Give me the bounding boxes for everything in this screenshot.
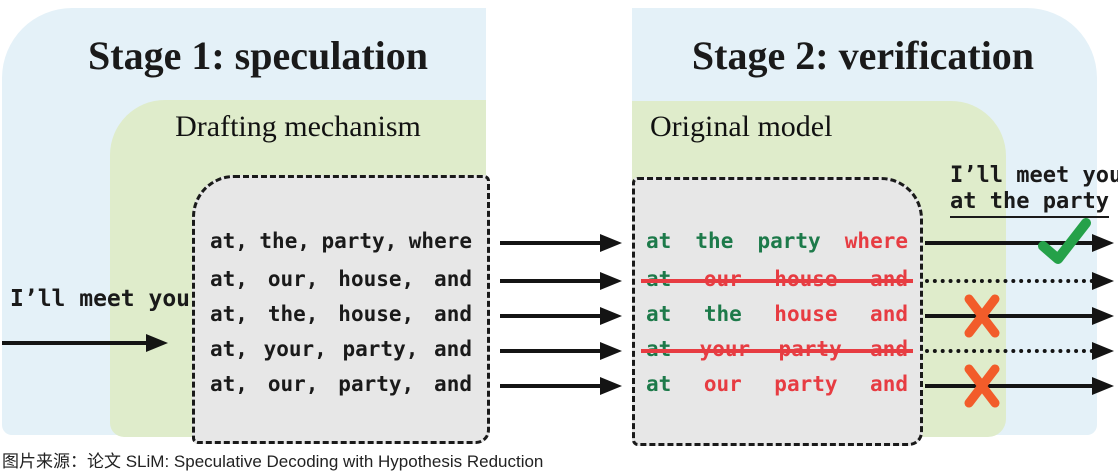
draft-to-verify-arrow-head	[600, 342, 622, 360]
draft-sequence: at, your, party, and	[210, 337, 472, 365]
verified-token-accept: at	[646, 229, 672, 253]
draft-token: party,	[338, 372, 415, 396]
draft-token: house,	[338, 302, 415, 326]
draft-hypotheses-box	[192, 175, 490, 444]
draft-sequence: at, the, house, and	[210, 302, 472, 330]
draft-token: party,	[342, 337, 419, 361]
verified-sequence: atourhouseand	[641, 267, 913, 295]
verified-token-accept: the	[695, 229, 734, 253]
verified-token-reject: our	[703, 372, 742, 396]
output-text: I’ll meet you at the party	[950, 163, 1118, 218]
image-source-caption: 图片来源：论文 SLiM: Speculative Decoding with …	[2, 452, 544, 471]
draft-sequence: at, our, party, and	[210, 372, 472, 400]
output-arrow-head	[1092, 377, 1114, 395]
draft-to-verify-arrow-head	[600, 307, 622, 325]
draft-token: at,	[210, 229, 248, 253]
output-arrow-line	[925, 349, 1094, 353]
draft-to-verify-arrow-line	[500, 349, 602, 353]
draft-token: house,	[338, 267, 415, 291]
verification-box	[632, 177, 923, 446]
draft-token: at,	[210, 302, 248, 326]
verified-sequence: at the house and	[646, 302, 908, 330]
verified-token-reject: house	[774, 302, 838, 326]
output-arrow-head	[1092, 234, 1114, 252]
stage2-title: Stage 2: verification	[691, 33, 1035, 78]
draft-to-verify-arrow-line	[500, 384, 602, 388]
draft-token: and	[434, 337, 472, 361]
verified-token-reject: party	[774, 372, 838, 396]
draft-token: our,	[267, 267, 319, 291]
verified-token-accept: the	[703, 302, 742, 326]
stage1-title: Stage 1: speculation	[88, 33, 428, 78]
verified-token-reject: where	[844, 229, 908, 253]
strikethrough-line	[641, 349, 913, 353]
draft-to-verify-arrow-head	[600, 272, 622, 290]
verified-token-reject: and	[870, 372, 908, 396]
input-arrow-head	[146, 334, 168, 352]
output-arrow-head	[1092, 272, 1114, 290]
verified-sequence: at our party and	[646, 372, 908, 400]
verified-token-accept: party	[757, 229, 821, 253]
draft-sequence: at, the, party, where	[210, 229, 472, 257]
draft-token: party,	[321, 229, 398, 253]
draft-to-verify-arrow-line	[500, 279, 602, 283]
draft-token: and	[434, 372, 472, 396]
cross-icon	[962, 362, 1022, 412]
input-prefix-label: I’ll meet you	[10, 286, 191, 312]
strikethrough-line	[641, 279, 913, 283]
draft-token: at,	[210, 372, 248, 396]
output-arrow-head	[1092, 342, 1114, 360]
verified-token-accept: at	[646, 302, 672, 326]
draft-sequence: at, our, house, and	[210, 267, 472, 295]
input-arrow-line	[2, 341, 148, 345]
drafting-mechanism-label: Drafting mechanism	[175, 110, 421, 143]
draft-to-verify-arrow-head	[600, 377, 622, 395]
draft-token: your,	[263, 337, 327, 361]
draft-to-verify-arrow-line	[500, 314, 602, 318]
cross-icon	[962, 292, 1022, 342]
draft-to-verify-arrow-head	[600, 234, 622, 252]
verified-sequence: atyourpartyand	[641, 337, 913, 365]
output-line1: I’ll meet you	[950, 163, 1118, 188]
draft-token: the,	[267, 302, 319, 326]
draft-token: where	[408, 229, 472, 253]
verified-token-accept: at	[646, 372, 672, 396]
output-arrow-line	[925, 314, 1094, 318]
draft-token: at,	[210, 337, 248, 361]
draft-token: and	[434, 267, 472, 291]
output-arrow-line	[925, 279, 1094, 283]
verified-token-reject: and	[870, 302, 908, 326]
draft-to-verify-arrow-line	[500, 241, 602, 245]
draft-token: our,	[267, 372, 319, 396]
original-model-label: Original model	[650, 110, 833, 143]
draft-token: and	[434, 302, 472, 326]
output-arrow-line	[925, 241, 1094, 245]
output-line2-underlined: at the party	[950, 189, 1109, 218]
check-icon	[1034, 216, 1094, 266]
draft-token: the,	[259, 229, 310, 253]
output-arrow-line	[925, 384, 1094, 388]
output-arrow-head	[1092, 307, 1114, 325]
draft-token: at,	[210, 267, 248, 291]
